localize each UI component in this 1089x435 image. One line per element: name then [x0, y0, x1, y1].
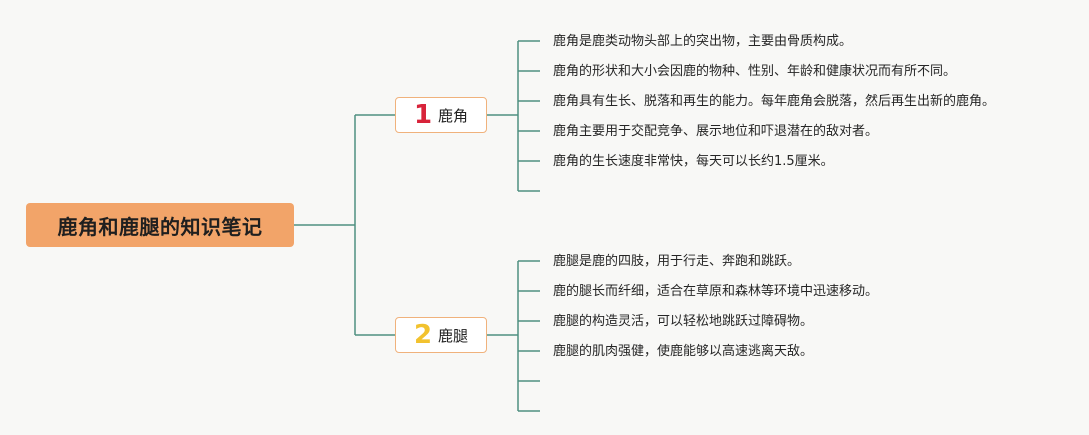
leaf-item[interactable]: 鹿腿的肌肉强健，使鹿能够以高速逃离天敌。	[553, 344, 814, 359]
leaf-item[interactable]: 鹿角主要用于交配竞争、展示地位和吓退潜在的敌对者。	[553, 124, 879, 139]
branch-label: 鹿角	[438, 106, 469, 125]
root-node[interactable]: 鹿角和鹿腿的知识笔记	[26, 203, 294, 247]
branch-node-leg[interactable]: 2 鹿腿	[395, 317, 487, 353]
branch-number: 2	[413, 320, 433, 350]
leaf-item[interactable]: 鹿角是鹿类动物头部上的突出物，主要由骨质构成。	[553, 34, 853, 49]
leaf-item[interactable]: 鹿的腿长而纤细，适合在草原和森林等环境中迅速移动。	[553, 284, 879, 299]
leaf-item[interactable]: 鹿角具有生长、脱落和再生的能力。每年鹿角会脱落，然后再生出新的鹿角。	[553, 94, 996, 109]
branch-label: 鹿腿	[438, 326, 469, 345]
leaf-item[interactable]: 鹿腿的构造灵活，可以轻松地跳跃过障碍物。	[553, 314, 814, 329]
leaf-item[interactable]: 鹿角的生长速度非常快，每天可以长约1.5厘米。	[553, 154, 834, 169]
branch-node-antler[interactable]: 1 鹿角	[395, 97, 487, 133]
leaf-item[interactable]: 鹿角的形状和大小会因鹿的物种、性别、年龄和健康状况而有所不同。	[553, 64, 957, 79]
branch-number: 1	[413, 100, 433, 130]
leaf-item[interactable]: 鹿腿是鹿的四肢，用于行走、奔跑和跳跃。	[553, 254, 801, 269]
